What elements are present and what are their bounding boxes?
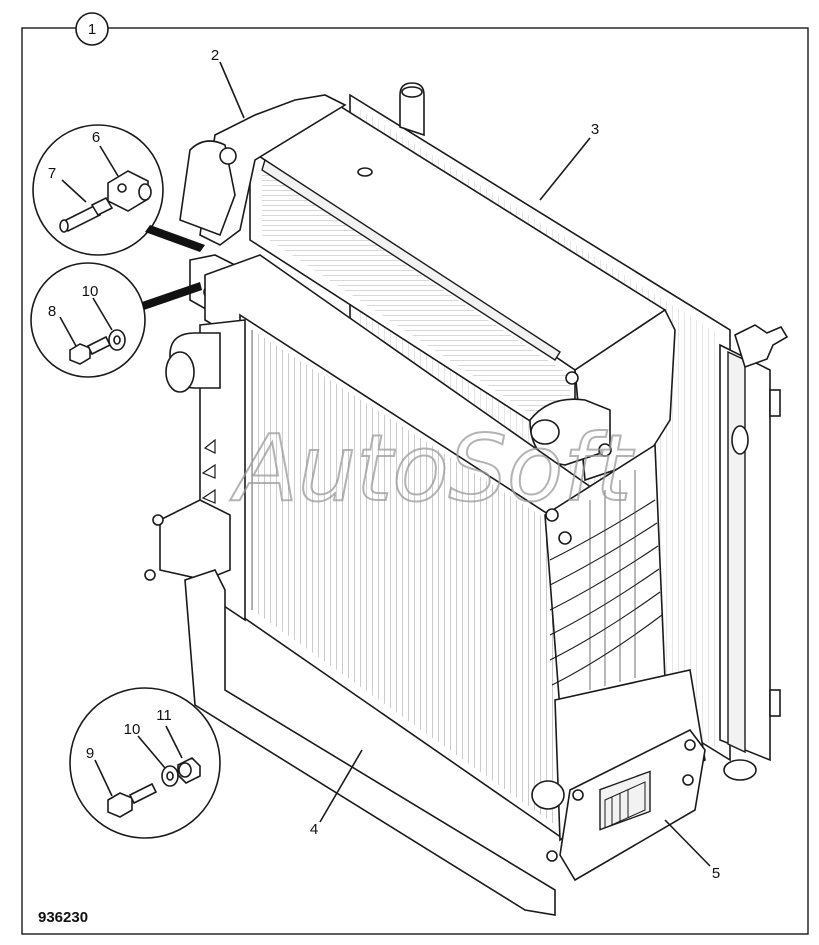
radiator-part-4	[165, 254, 706, 842]
banjo-fitting-6	[107, 170, 152, 212]
intercooler-upper	[179, 94, 676, 482]
bush-11	[177, 757, 201, 784]
view-number-badge: 1	[75, 12, 109, 46]
callout-4: 4	[310, 821, 318, 838]
view-number: 1	[88, 21, 96, 38]
support-frame-part-5	[144, 499, 706, 916]
callout-6: 6	[92, 129, 100, 146]
bolt-9	[107, 782, 158, 818]
figure-frame	[21, 27, 809, 935]
bolt-8	[69, 335, 112, 365]
callout-7: 7	[48, 165, 56, 182]
radiator-assembly	[144, 82, 789, 916]
washer-10	[108, 329, 126, 351]
callout-11: 11	[156, 707, 172, 724]
callout-10-upper: 10	[82, 283, 99, 300]
callout-3: 3	[591, 121, 599, 138]
detail-circle-9-10-11	[69, 687, 221, 839]
detail-circle-6-7	[32, 124, 205, 256]
callout-10-lower: 10	[124, 721, 141, 738]
watermark: AutoSoft	[230, 415, 635, 522]
callout-labels: 2 3 4 5 6 7 8 10 9 10 11	[48, 47, 720, 882]
callout-8: 8	[48, 303, 56, 320]
detail-circle-8-10	[30, 262, 202, 378]
union-bolt-7	[59, 196, 114, 233]
washer-10-lower	[161, 765, 179, 787]
callout-9: 9	[86, 745, 94, 762]
callout-2: 2	[211, 47, 219, 64]
callout-5: 5	[712, 865, 720, 882]
figure-code: 936230	[38, 909, 88, 926]
leader-lines	[59, 61, 711, 867]
